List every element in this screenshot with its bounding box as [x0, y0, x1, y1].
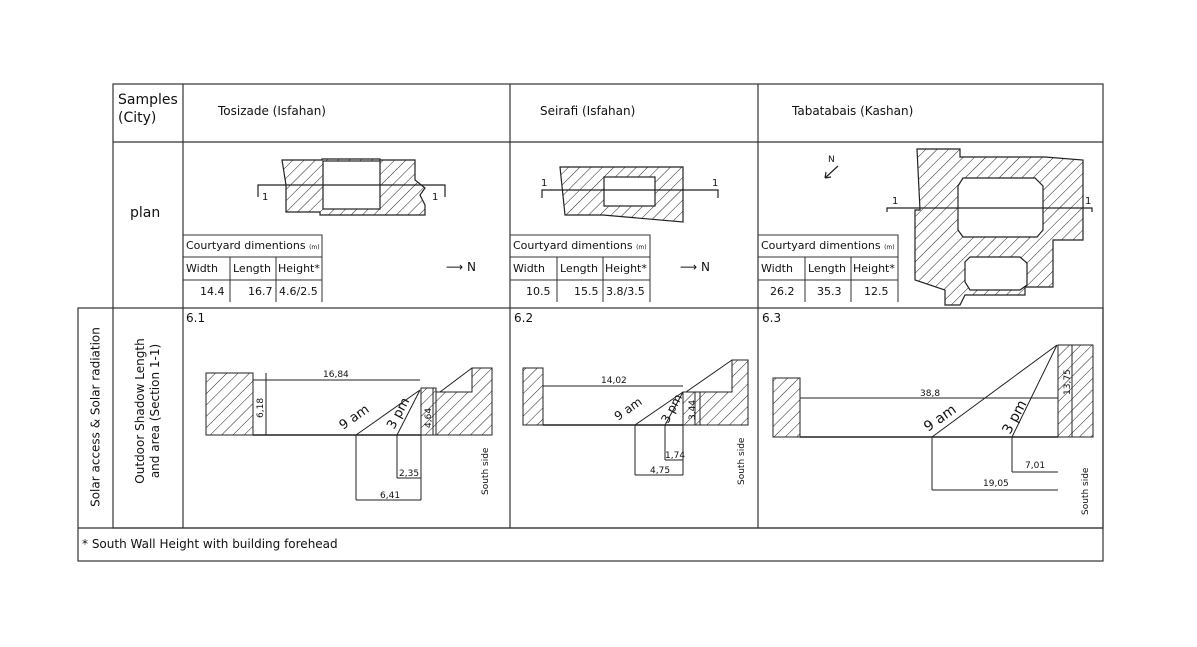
dim-9am: 19,05 [983, 479, 1009, 489]
header-height: Height* [853, 262, 895, 275]
sample-name: Seirafi (Isfahan) [540, 104, 636, 118]
dim-width: 16,84 [323, 370, 349, 380]
dim-3pm: 2,35 [399, 469, 419, 479]
value-height: 4.6/2.5 [279, 285, 318, 298]
value-length: 35.3 [817, 285, 842, 298]
header-width: Width [513, 262, 545, 275]
footnote: * South Wall Height with building forehe… [82, 537, 338, 551]
label-9am: 9 am [612, 394, 645, 423]
section-id: 6.2 [514, 311, 534, 325]
dims-title: Courtyard dimentions (m) [761, 239, 895, 252]
section-label-line2: and area (Section 1-1) [148, 343, 162, 479]
section-markers: 1 1 1 1 1 1 N [262, 155, 1091, 207]
dim-south-height: 4,64 [424, 408, 434, 428]
section-marker: 1 [541, 178, 547, 189]
section-marker: 1 [712, 178, 718, 189]
north-arrow: ⟶ N [446, 260, 476, 274]
value-height: 12.5 [864, 285, 889, 298]
section-id: 6.1 [186, 311, 206, 325]
label-3pm: 3 pm [384, 395, 413, 431]
section-6-1 [205, 367, 493, 501]
samples-label: Samples [118, 92, 178, 108]
section-marker: 1 [1085, 196, 1091, 207]
label-9am: 9 am [337, 402, 373, 433]
dim-width: 14,02 [601, 376, 627, 386]
header-length: Length [808, 262, 846, 275]
dim-width: 38,8 [920, 389, 940, 399]
dims-title: Courtyard dimentions (m) [513, 239, 647, 252]
section-label-line1: Outdoor Shadow Length [133, 338, 147, 484]
dim-9am: 4,75 [650, 466, 670, 476]
north-arrow: ⟶ N [680, 260, 710, 274]
section-id: 6.3 [762, 311, 782, 325]
value-width: 26.2 [770, 285, 795, 298]
label-3pm: 3 pm [658, 392, 685, 426]
value-width: 10.5 [526, 285, 551, 298]
dim-south-height: 3,44 [688, 400, 698, 420]
header-height: Height* [605, 262, 647, 275]
value-length: 15.5 [574, 285, 599, 298]
plan-drawings [257, 148, 1093, 306]
header-height: Height* [278, 262, 320, 275]
sample-name: Tosizade (Isfahan) [218, 104, 326, 118]
header-width: Width [761, 262, 793, 275]
header-width: Width [186, 262, 218, 275]
dim-3pm: 7,01 [1025, 461, 1045, 471]
dimension-labels: 16,84 6,18 4,64 2,35 6,41 9 am 3 pm 14,0… [256, 369, 1091, 515]
dim-wall-height: 6,18 [256, 398, 266, 418]
city-label: (City) [118, 110, 157, 126]
value-height: 3.8/3.5 [606, 285, 645, 298]
sample-name: Tabatabais (Kashan) [792, 104, 914, 118]
table-grid [77, 83, 1104, 562]
north-label: N [828, 155, 835, 165]
dim-3pm: 1,74 [665, 451, 685, 461]
dim-south-height: 13,75 [1063, 369, 1073, 395]
dims-title: Courtyard dimentions (m) [186, 239, 320, 252]
dims-table-grids [183, 234, 899, 302]
south-side-label: South side [737, 437, 747, 485]
south-side-label: South side [1081, 467, 1091, 515]
section-marker: 1 [432, 192, 438, 203]
dim-9am: 6,41 [380, 491, 400, 501]
south-side-label: South side [481, 447, 491, 495]
section-marker: 1 [892, 196, 898, 207]
value-length: 16.7 [248, 285, 273, 298]
group-label: Solar access & Solar radiation [88, 327, 103, 507]
plan-label: plan [130, 205, 161, 221]
header-length: Length [233, 262, 271, 275]
label-3pm: 3 pm [999, 398, 1030, 437]
header-length: Length [560, 262, 598, 275]
section-6-3 [772, 344, 1094, 491]
label-9am: 9 am [921, 402, 959, 436]
section-marker: 1 [262, 192, 268, 203]
section-6-2 [522, 359, 749, 476]
value-width: 14.4 [200, 285, 225, 298]
